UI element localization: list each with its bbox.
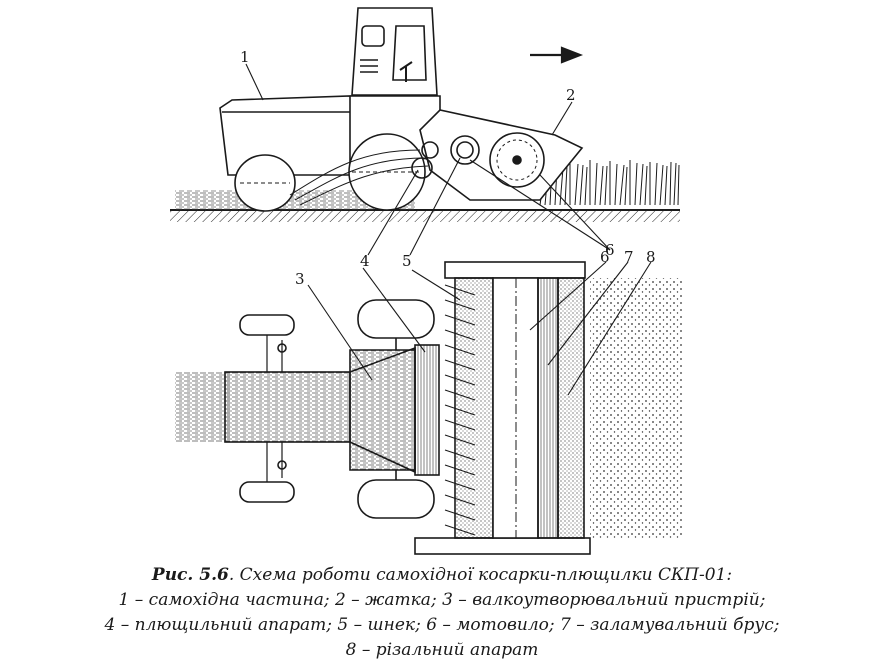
- mower-diagram: 1 2 6 4 5 3 6 7 8 4 5: [170, 7, 682, 555]
- label-5-side: 5: [402, 252, 412, 270]
- caption-prefix: Рис. 5.6: [151, 565, 229, 585]
- label-3: 3: [295, 270, 305, 288]
- caption-line-4: 8 – різальний апарат: [345, 640, 539, 660]
- caption-line-2: 1 – самохідна частина; 2 – жатка; 3 – ва…: [118, 590, 766, 610]
- label-6: 6: [600, 248, 610, 266]
- arrow-right-icon: [530, 46, 584, 64]
- label-8: 8: [646, 248, 656, 266]
- caption-line-1: Рис. 5.6. Схема роботи самохідної косарк…: [0, 565, 884, 585]
- top-view: [175, 261, 682, 555]
- label-1: 1: [240, 48, 250, 66]
- side-view: [170, 7, 680, 256]
- part-labels: 1 2 6 4 5 3 6 7 8 4 5: [240, 48, 656, 288]
- label-2: 2: [566, 86, 576, 104]
- label-7: 7: [624, 248, 634, 266]
- caption-title: . Схема роботи самохідної косарки-плющил…: [228, 565, 733, 585]
- label-4-side: 4: [360, 252, 370, 270]
- label-6-side: 6: [605, 241, 615, 259]
- caption-line-3: 4 – плющильний апарат; 5 – шнек; 6 – мот…: [104, 615, 780, 635]
